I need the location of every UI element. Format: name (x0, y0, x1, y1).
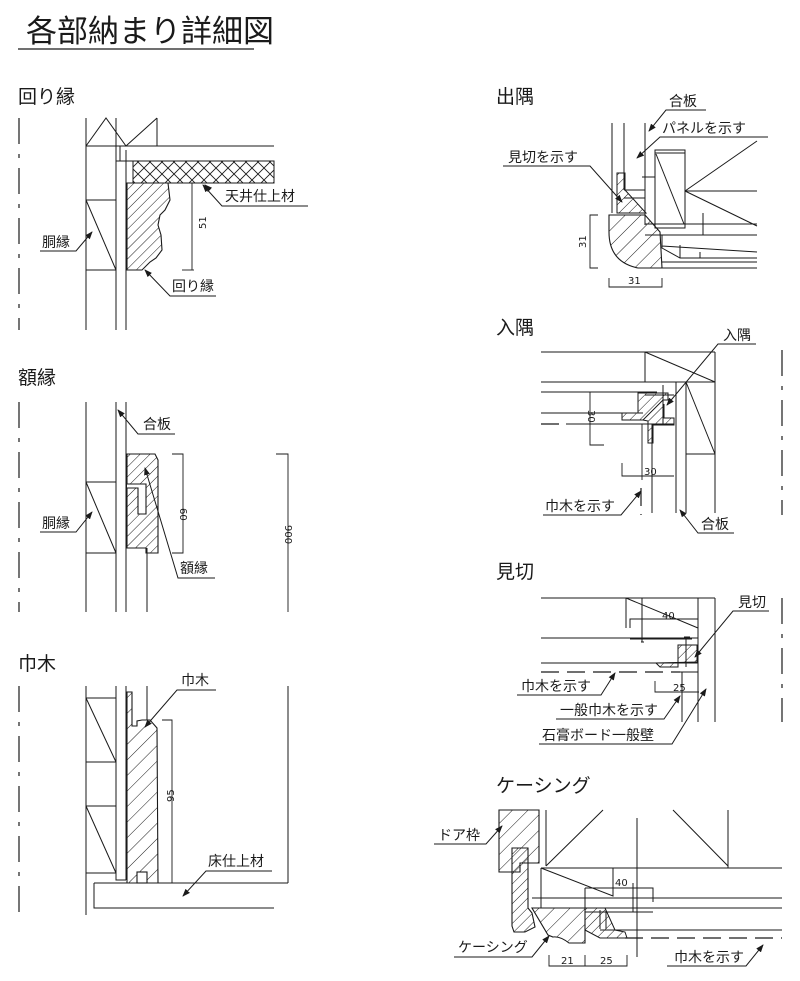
label-irisumi: 入隅 (723, 328, 751, 344)
dim-mikiri-offset: 25 (673, 683, 686, 694)
heading-gakubuchi: 額縁 (18, 367, 56, 389)
dim-desumi-width: 31 (628, 276, 641, 287)
desumi-corner-profile (608, 214, 663, 269)
habaki-profile (126, 691, 159, 884)
dim-habaki-height: 95 (166, 789, 177, 802)
section-gakubuchi: 額縁 60 900 合板 胴縁 額縁 (18, 367, 293, 612)
label-desumi-plywood: 合板 (669, 94, 697, 110)
mawaribuchi-profile (126, 182, 171, 271)
dim-desumi-height: 31 (578, 235, 589, 248)
dim-casing-width: 40 (615, 878, 628, 889)
label-general-habaki: 一般巾木を示す (560, 703, 658, 719)
casing-base-profile (531, 907, 586, 944)
dim-irisumi-horizontal: 30 (644, 467, 657, 478)
label-mawaribuchi: 回り縁 (172, 279, 214, 295)
dim-mawaribuchi-height: 51 (198, 216, 209, 229)
section-mawaribuchi: 回り縁 51 天井仕上材 胴縁 回り縁 (18, 86, 308, 330)
section-casing: ケーシング 40 21 25 ドア枠 ケーシング 巾木を示す (434, 775, 782, 967)
label-dobuchi-2: 胴縁 (42, 516, 70, 532)
casing-profile (511, 847, 536, 933)
label-irisumi-habaki: 巾木を示す (545, 499, 615, 515)
label-habaki: 巾木 (181, 673, 209, 689)
section-desumi: 出隅 31 31 合板 パネルを示す 見切を示す (496, 86, 768, 288)
label-casing: ケーシング (458, 940, 528, 956)
label-door-frame: ドア枠 (438, 828, 480, 844)
label-irisumi-plywood: 合板 (701, 517, 729, 533)
heading-desumi: 出隅 (496, 86, 534, 108)
floor-finish-material (93, 882, 288, 909)
heading-mikiri: 見切 (496, 561, 534, 583)
label-floor-finish: 床仕上材 (208, 854, 264, 870)
heading-mawaribuchi: 回り縁 (18, 86, 75, 108)
label-gakubuchi: 額縁 (180, 561, 208, 577)
dim-gakubuchi-height: 60 (177, 508, 188, 521)
section-mikiri: 見切 40 25 見切 巾木を示す 一般巾木を示す 石膏ボード一般壁 (496, 561, 783, 745)
label-plywood: 合板 (143, 417, 171, 433)
irisumi-profile (642, 404, 675, 444)
dim-casing-a: 21 (561, 956, 574, 967)
section-irisumi: 入隅 30 30 入隅 巾木を示す 合板 (496, 317, 783, 534)
dim-gakubuchi-total: 900 (282, 525, 293, 544)
heading-irisumi: 入隅 (496, 317, 534, 339)
dim-irisumi-vertical: 30 (585, 410, 596, 423)
section-habaki: 巾木 95 巾木 床仕上材 (18, 653, 289, 915)
dim-mikiri-width: 40 (662, 611, 675, 622)
label-desumi-mikiri: 見切を示す (508, 150, 578, 166)
label-mikiri: 見切 (738, 595, 766, 611)
ceiling-finish-material (132, 160, 275, 184)
label-casing-habaki: 巾木を示す (674, 950, 744, 966)
label-panel: パネルを示す (662, 121, 746, 137)
dim-casing-b: 25 (600, 956, 613, 967)
heading-habaki: 巾木 (18, 653, 56, 675)
page-title: 各部納まり詳細図 (26, 14, 274, 50)
label-ceiling-finish: 天井仕上材 (225, 189, 295, 205)
label-dobuchi-1: 胴縁 (42, 235, 70, 251)
mikiri-profile (654, 644, 698, 668)
heading-casing: ケーシング (496, 775, 591, 797)
label-mikiri-habaki: 巾木を示す (521, 679, 591, 695)
label-gypsum-board: 石膏ボード一般壁 (542, 727, 654, 744)
